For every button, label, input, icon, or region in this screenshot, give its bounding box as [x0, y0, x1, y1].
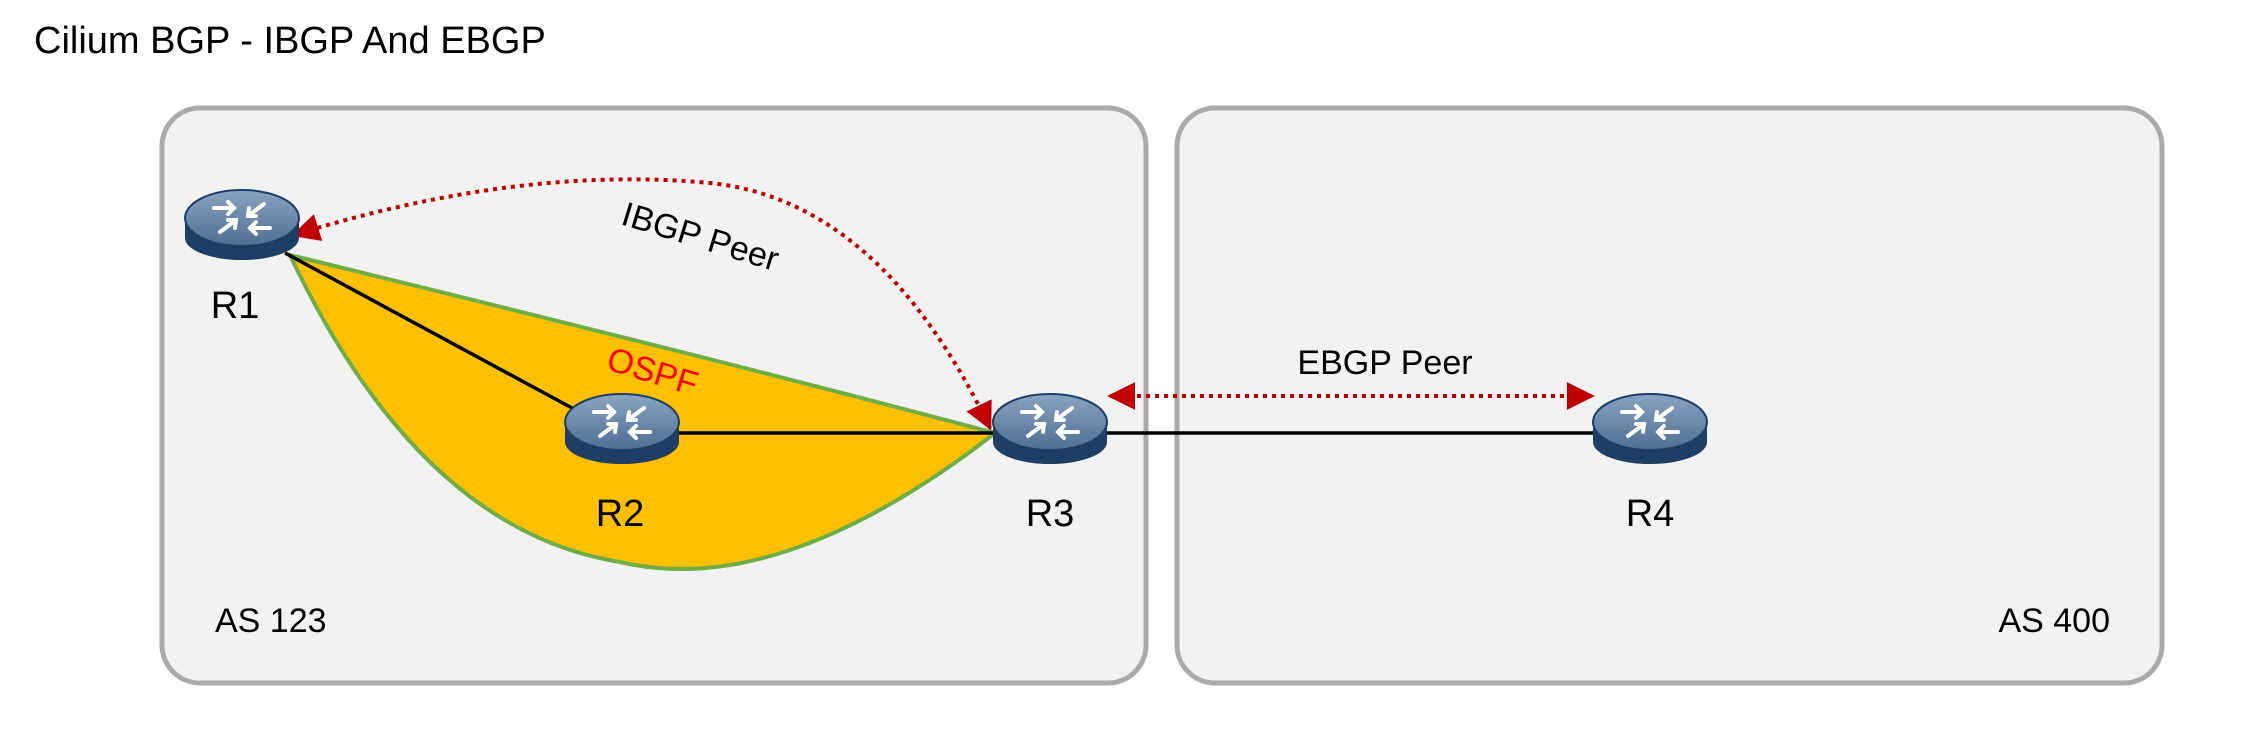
- as-400-label: AS 400: [1998, 602, 2110, 640]
- ibgp-peer-arrow: [291, 177, 992, 431]
- router-r2-icon: [563, 392, 681, 466]
- diagram-title: Cilium BGP - IBGP And EBGP: [34, 20, 546, 62]
- router-r4-icon: [1591, 392, 1709, 466]
- ebgp-peer-label: EBGP Peer: [1297, 344, 1472, 382]
- router-r1-label: R1: [211, 285, 260, 327]
- router-r1-icon: [183, 188, 301, 262]
- as-123-label: AS 123: [215, 602, 327, 640]
- router-r2-label: R2: [596, 493, 645, 535]
- router-r4-label: R4: [1626, 493, 1675, 535]
- router-r3-icon: [991, 392, 1109, 466]
- router-r3-label: R3: [1026, 493, 1075, 535]
